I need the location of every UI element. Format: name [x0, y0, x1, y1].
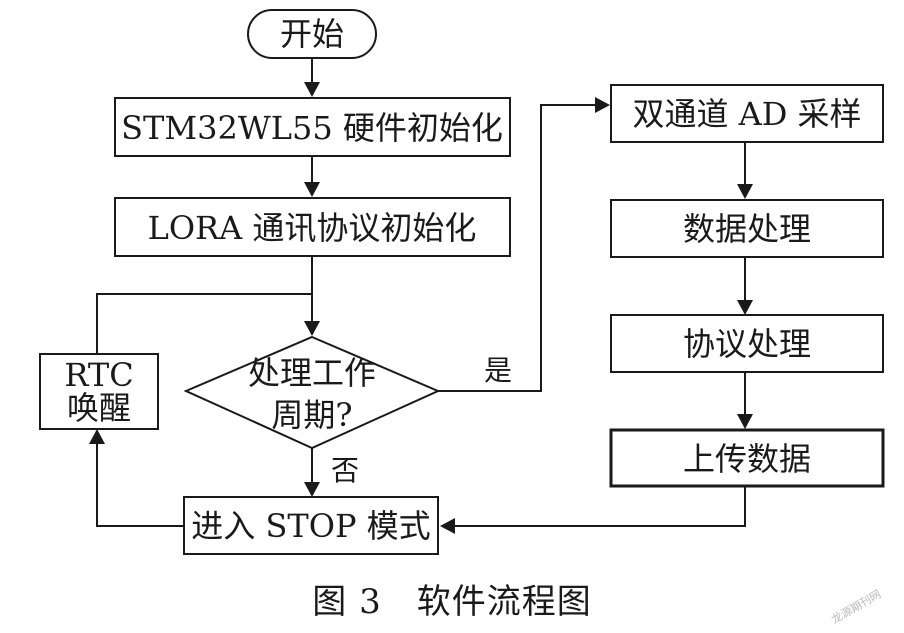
hw-init-box [114, 97, 511, 157]
stop-mode-box [183, 496, 439, 555]
start-label: 开始 [280, 15, 344, 53]
proto-proc-label: 协议处理 [683, 325, 811, 363]
upload-label: 上传数据 [683, 440, 811, 478]
upload-box [609, 428, 885, 488]
data-proc-box [610, 199, 884, 258]
proto-proc-box [610, 314, 884, 373]
rtc-wake-label-line2: 唤醒 [67, 389, 131, 427]
arrowhead [737, 300, 753, 315]
arrowhead [89, 429, 105, 444]
watermark: 龙源期刊网 [829, 587, 884, 627]
rtc-wake-box [39, 353, 159, 430]
data-proc-label: 数据处理 [683, 210, 811, 248]
lora-init-box [114, 197, 511, 257]
arrowhead [304, 182, 320, 197]
yes-label: 是 [484, 354, 512, 387]
edge-stop-to-rtc [96, 440, 184, 527]
edge-decision-to-ad-sample [438, 104, 598, 392]
arrowhead [737, 414, 753, 429]
decision-label-line2: 周期? [271, 396, 352, 434]
arrowhead [304, 321, 320, 336]
decision-label-line1: 处理工作 [248, 354, 376, 392]
arrowhead [595, 97, 610, 113]
arrowhead [304, 482, 320, 497]
stop-mode-label: 进入 STOP 模式 [191, 507, 430, 545]
lora-init-label: LORA 通讯协议初始化 [148, 209, 477, 247]
ad-sample-box [610, 84, 884, 143]
hw-init-label: STM32WL55 硬件初始化 [121, 109, 503, 147]
arrowhead [304, 82, 320, 97]
no-label: 否 [331, 454, 359, 487]
ad-sample-label: 双通道 AD 采样 [632, 95, 861, 133]
start-terminal [247, 9, 377, 59]
edge-rtc-to-decision [96, 293, 312, 354]
figure-caption: 图 3 软件流程图 [312, 582, 591, 622]
rtc-wake-label-line1: RTC [64, 356, 133, 394]
decision-diamond [183, 335, 441, 450]
arrowhead [440, 518, 455, 534]
arrowhead [737, 184, 753, 199]
edge-upload-to-stop [452, 486, 746, 527]
